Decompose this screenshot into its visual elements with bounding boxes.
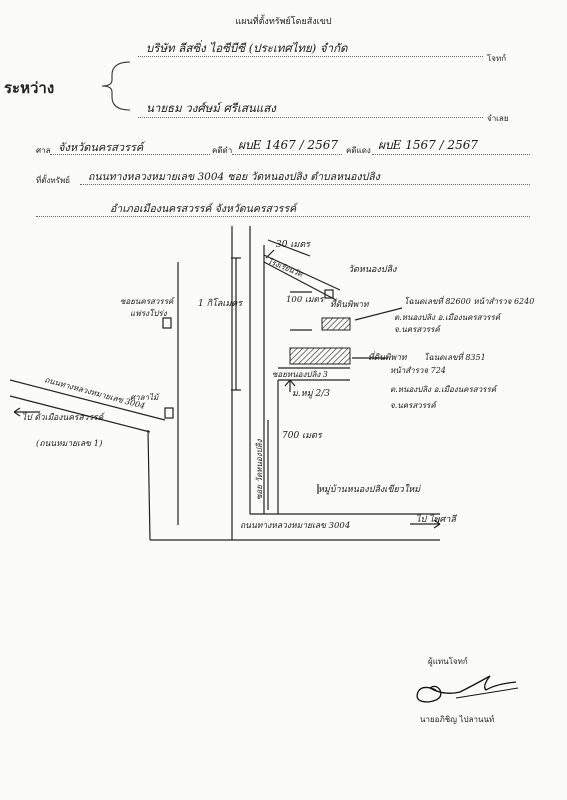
red-case-label: คดีแดง (346, 146, 371, 155)
black-case-line (232, 154, 342, 155)
plot2-survey: หน้าสำรวจ 724 (390, 366, 446, 375)
plot2-province: จ.นครสวรรค์ (390, 400, 438, 410)
map-label-soi-left-2: แฟรงโปร่ง (130, 308, 168, 318)
location-label: ที่ตั้งทรัพย์ (36, 176, 70, 185)
plaintiff-name: บริษัท ลีสซิ่ง ไอซีบีซี (ประเทศไทย) จำกั… (146, 41, 348, 55)
map-label-soi-vertical: ซอย วัดหนองปลิง (255, 438, 264, 500)
between-label: ระหว่าง (4, 79, 55, 97)
bottom-road-left-edge (147, 429, 151, 541)
red-case-value: ผบE 1567 / 2567 (378, 138, 478, 152)
map-label-left-mark: ศาลาไม้ (130, 392, 160, 402)
signature-role: ผู้แทนโจทก์ (428, 657, 468, 666)
plot2-tambon: ต.หนองปลิง อ.เมืองนครสวรรค์ (390, 384, 498, 394)
location-line2: อำเภอเมืองนครสวรรค์ จังหวัดนครสวรรค์ (110, 203, 297, 215)
court-label: ศาล (36, 146, 51, 155)
plaintiff-line (138, 56, 483, 57)
map-label-temple: วัดหนองปลิง (348, 264, 397, 275)
map-label-soi-left: ซอยนครสวรรค์ (120, 296, 175, 306)
map-label-village: หมู่บ้านหนองปลิงเขียวใหม่ (318, 483, 422, 495)
defendant-name: นายธม วงศ์ษม์ ศรีเสนแสง (146, 101, 276, 115)
plot1-deed: โฉนดเลขที่ 82600 หน้าสำรวจ 6240 (404, 295, 534, 306)
document-title: แผนที่ตั้งทรัพย์โดยสังเขป (235, 17, 332, 27)
map-label-to-right: ไป ไพศาลี (416, 513, 458, 525)
plot2-label: ที่ดินพิพาท (368, 351, 408, 363)
red-case-line (372, 154, 530, 155)
map-label-to-city: ไป ตัวเมืองนครสวรรค์ (22, 412, 105, 423)
map-label-moo: ม.หมู่ 2/3 (292, 389, 330, 399)
map-label-1km: 1 กิโลเมตร (198, 297, 243, 309)
map-label-700m: 700 เมตร (282, 431, 323, 441)
plaintiff-label: โจทก์ (487, 54, 507, 63)
court-value: จังหวัดนครสวรรค์ (58, 141, 144, 154)
court-line (50, 154, 210, 155)
map-label-100m: 100 เมตร (286, 295, 325, 305)
location-dotted-1 (80, 184, 530, 185)
plot1-province: จ.นครสวรรค์ (394, 324, 442, 334)
black-case-label: คดีดำ (212, 146, 233, 155)
black-case-value: ผบE 1467 / 2567 (238, 138, 338, 152)
signature-name: นายอภิชิญ ไปลานนท์ (420, 715, 495, 724)
plot1-label: ที่ดินพิพาท (330, 298, 370, 310)
map-label-30m: 30 เมตร (276, 240, 311, 250)
plot-2-hatched (289, 347, 351, 365)
plot-1-hatched (321, 317, 351, 331)
map-label-to-city-sub: (ถนนหมายเลข 1) (36, 438, 102, 449)
plot2-deed: โฉนดเลขที่ 8351 (424, 351, 486, 362)
defendant-line (138, 117, 483, 118)
defendant-label: จำเลย (487, 114, 509, 123)
location-line1: ถนนทางหลวงหมายเลข 3004 ซอย วัดหนองปลิง ต… (88, 171, 380, 183)
map-label-highway-bottom: ถนนทางหลวงหมายเลข 3004 (240, 521, 350, 531)
map-label-soi-lane3: ซอยหนองปลิง 3 (272, 370, 328, 379)
location-dotted-2 (36, 216, 530, 217)
plot1-tambon: ต.หนองปลิง อ.เมืองนครสวรรค์ (394, 312, 502, 322)
left-highway-upper (9, 379, 166, 421)
